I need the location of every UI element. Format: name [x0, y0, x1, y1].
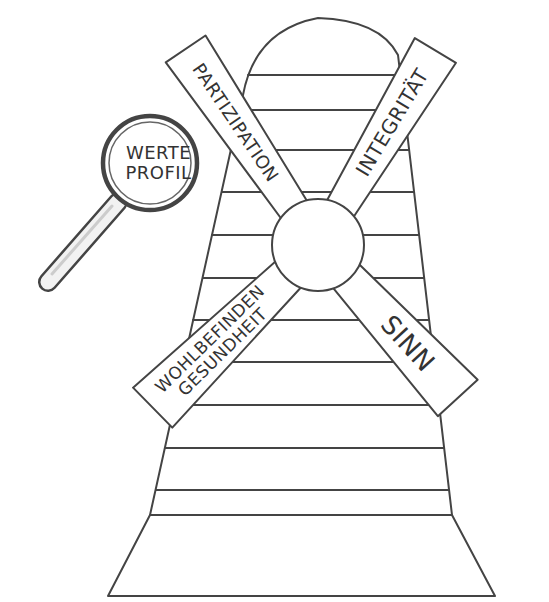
magnifier-lens: WERTE PROFIL	[100, 113, 200, 213]
lens-label: WERTE PROFIL	[117, 143, 200, 183]
text-group: WERTE PROFIL	[117, 143, 200, 183]
text-group: WOHLBEFINDEN GESUNDHEIT	[150, 279, 283, 411]
windmill-blade: WOHLBEFINDEN GESUNDHEIT	[131, 251, 311, 429]
blade-shape	[133, 252, 310, 427]
magnifier-handle	[48, 202, 118, 282]
hub-circle	[272, 199, 364, 291]
blade-label: WOHLBEFINDEN GESUNDHEIT	[150, 279, 283, 411]
text-group: PARTIZIPATION	[189, 59, 283, 185]
blade-shape	[324, 255, 477, 415]
blade-shape	[166, 35, 317, 226]
windmill-tower	[150, 18, 452, 515]
windmill-blade: PARTIZIPATION	[164, 34, 317, 228]
blade-label: PARTIZIPATION	[189, 59, 283, 185]
blade-shape	[318, 38, 456, 224]
windmill-base	[108, 515, 495, 596]
windmill-blade: INTEGRITÄT	[316, 37, 457, 226]
windmill-blade: SINN	[323, 254, 479, 417]
